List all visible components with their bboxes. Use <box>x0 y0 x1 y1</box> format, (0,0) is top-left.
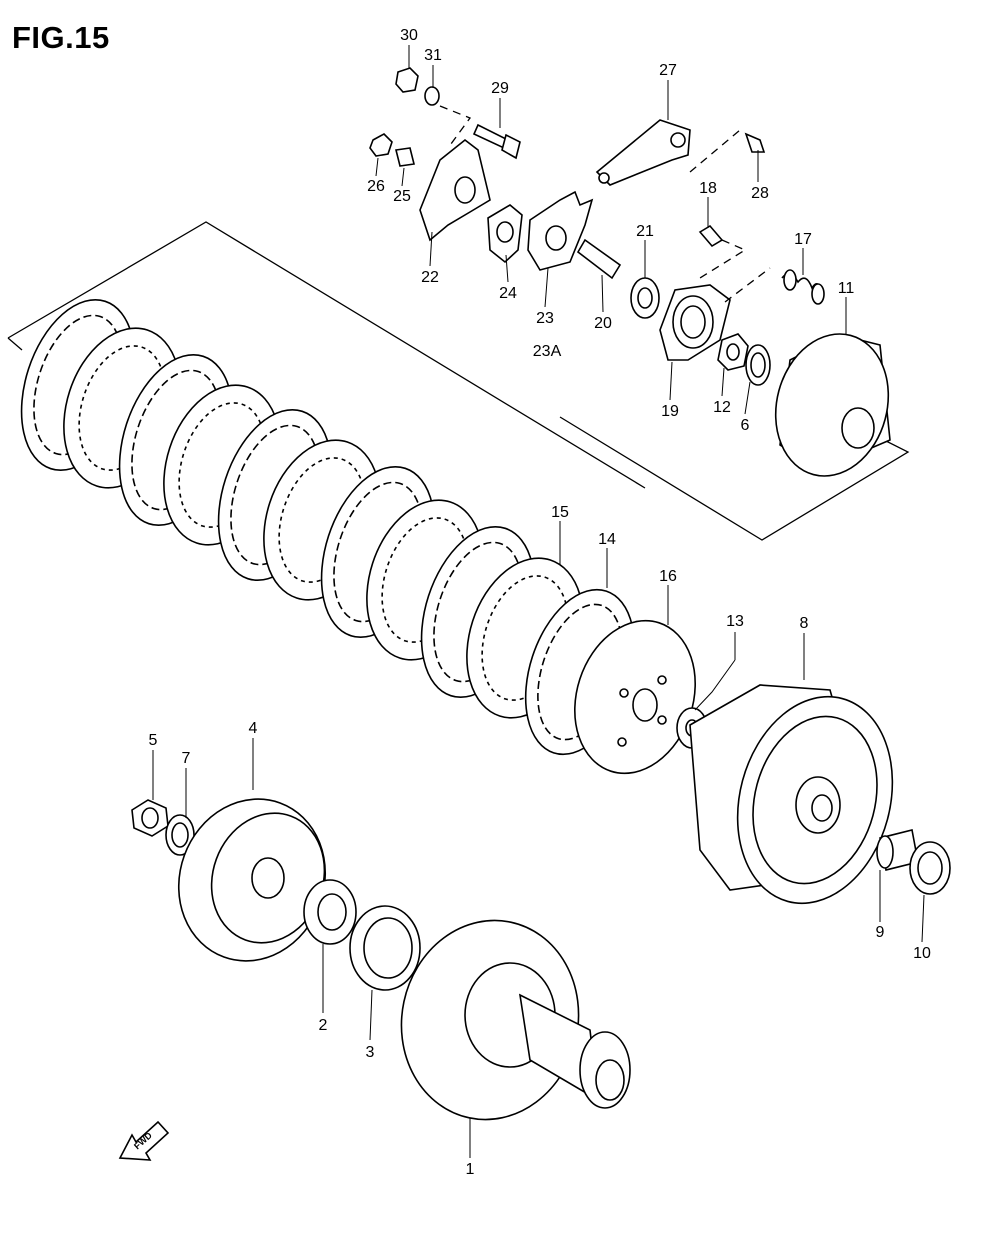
callout-23a: 23A <box>533 343 562 360</box>
callout-31: 31 <box>424 47 442 64</box>
one-way-clutch-2 <box>303 879 357 945</box>
callout-7: 7 <box>182 750 191 767</box>
callout-4: 4 <box>249 720 258 737</box>
callout-leader-lines <box>152 45 925 1158</box>
bolt-29 <box>472 123 521 160</box>
spring-17 <box>781 269 825 305</box>
callout-26: 26 <box>367 178 385 195</box>
fwd-arrow-icon: FWD <box>118 1120 170 1161</box>
pressure-plate-16 <box>574 619 696 775</box>
clutch-lifter-19 <box>659 284 731 361</box>
centrifugal-clutch-4 <box>177 798 327 962</box>
screw-25 <box>395 147 415 167</box>
callout-30: 30 <box>400 27 418 44</box>
release-arm-27 <box>595 119 691 186</box>
callout-28: 28 <box>751 185 769 202</box>
bolt-18 <box>698 224 724 248</box>
callout-29: 29 <box>491 80 509 97</box>
callout-27: 27 <box>659 62 677 79</box>
callout-6: 6 <box>741 417 750 434</box>
nut-12 <box>717 333 749 371</box>
callout-3: 3 <box>366 1044 375 1061</box>
callout-9: 9 <box>876 924 885 941</box>
pin-20 <box>576 238 622 280</box>
cam-plate-23 <box>527 190 594 271</box>
callout-18: 18 <box>699 180 717 197</box>
callout-20: 20 <box>594 315 612 332</box>
clutch-housing-8 <box>689 684 894 905</box>
assembly-dashed-lines <box>439 105 771 303</box>
bolt-28 <box>744 132 766 153</box>
callout-16: 16 <box>659 568 677 585</box>
callout-22: 22 <box>421 269 439 286</box>
callout-12: 12 <box>713 399 731 416</box>
nut-5 <box>131 799 169 837</box>
callout-1: 1 <box>466 1161 475 1178</box>
callout-17: 17 <box>794 231 812 248</box>
bearing-21 <box>630 277 660 319</box>
nut-30 <box>395 67 419 93</box>
clutch-drum-1 <box>400 919 631 1121</box>
washer-10 <box>909 841 951 895</box>
nut-26 <box>369 133 393 157</box>
callout-23: 23 <box>536 310 554 327</box>
callout-14: 14 <box>598 531 616 548</box>
callout-11: 11 <box>838 280 855 297</box>
bracket-22 <box>419 138 491 242</box>
callout-2: 2 <box>319 1017 328 1034</box>
callout-labels: 30 31 29 27 26 25 18 28 22 24 23 23A 20 … <box>149 27 931 1178</box>
callout-13: 13 <box>726 613 744 630</box>
callout-10: 10 <box>913 945 931 962</box>
washer-6 <box>745 344 771 386</box>
plate-24 <box>487 204 523 264</box>
clutch-hub-11 <box>774 333 891 477</box>
callout-21: 21 <box>636 223 654 240</box>
callout-19: 19 <box>661 403 679 420</box>
clutch-plate-stack <box>20 298 636 756</box>
washer-7 <box>165 814 195 856</box>
callout-5: 5 <box>149 732 158 749</box>
callout-25: 25 <box>393 188 411 205</box>
callout-8: 8 <box>800 615 809 632</box>
washer-31 <box>424 86 440 106</box>
bearing-3 <box>349 905 421 991</box>
figure-title: FIG.15 <box>12 20 110 55</box>
callout-15: 15 <box>551 504 569 521</box>
callout-24: 24 <box>499 285 517 302</box>
